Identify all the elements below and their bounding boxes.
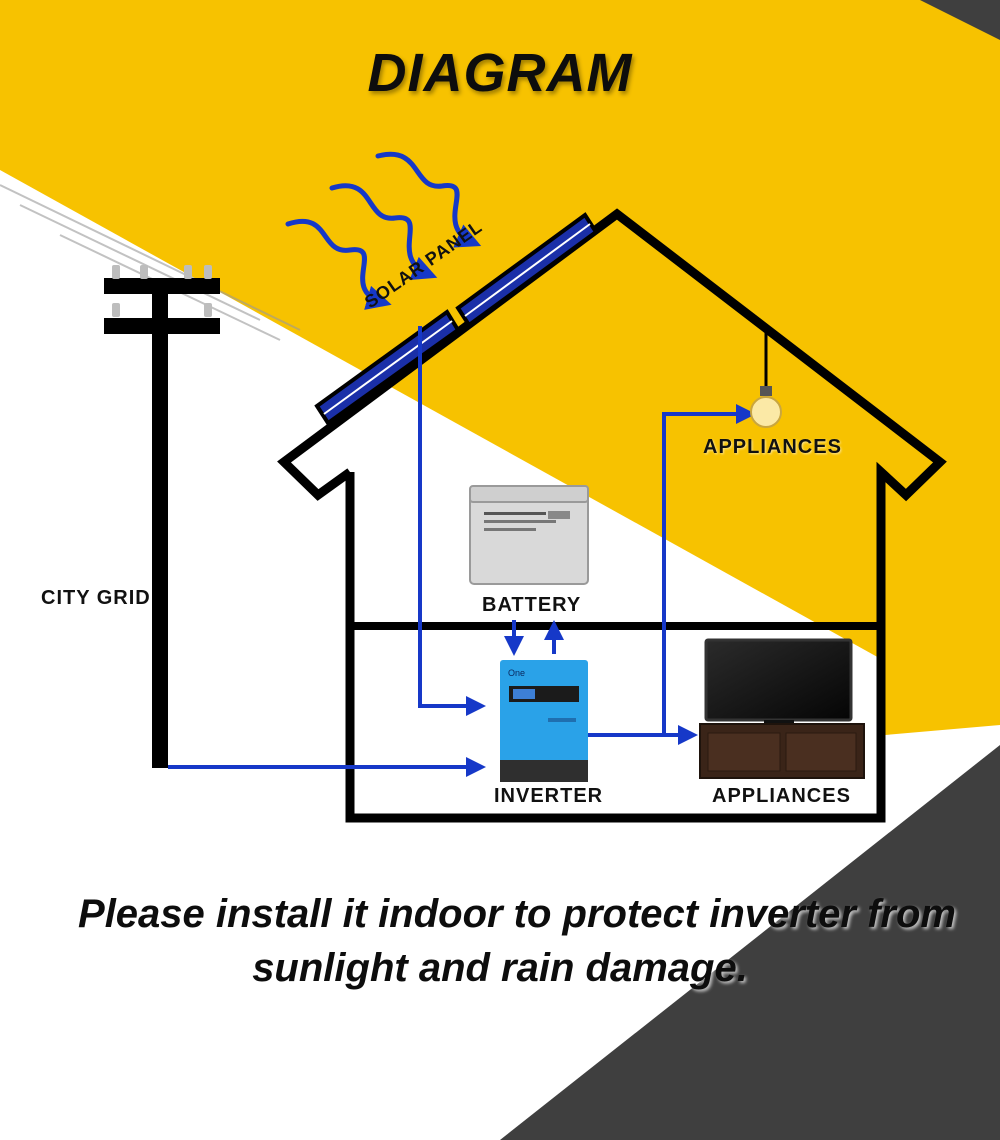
dark-corner-bottom [500, 745, 1000, 1140]
yellow-diagonal-band [0, 0, 1000, 725]
install-note-line1: Please install it indoor to protect inve… [78, 892, 956, 936]
solar-panel-icon [314, 212, 599, 426]
sun-rays-icon [285, 151, 482, 310]
svg-text:One: One [508, 668, 525, 678]
appliances-bulb-label: APPLIANCES [703, 436, 842, 458]
city-grid-label: CITY GRID [41, 587, 151, 609]
diagram-title: DIAGRAM [367, 43, 633, 103]
house-outline [277, 208, 947, 823]
flow-arrows [168, 326, 756, 777]
power-pole-icon [104, 265, 220, 768]
light-bulb-icon [750, 330, 782, 428]
dark-corner-top [920, 0, 1000, 40]
inverter-icon: One [500, 660, 588, 782]
install-note-line2: sunlight and rain damage. [252, 946, 748, 990]
tv-icon [704, 638, 853, 728]
appliances-tv-label: APPLIANCES [712, 785, 851, 807]
tv-cabinet-icon [699, 723, 865, 779]
inverter-label: INVERTER [494, 785, 604, 807]
battery-icon [469, 485, 589, 585]
battery-label: BATTERY [482, 594, 582, 616]
